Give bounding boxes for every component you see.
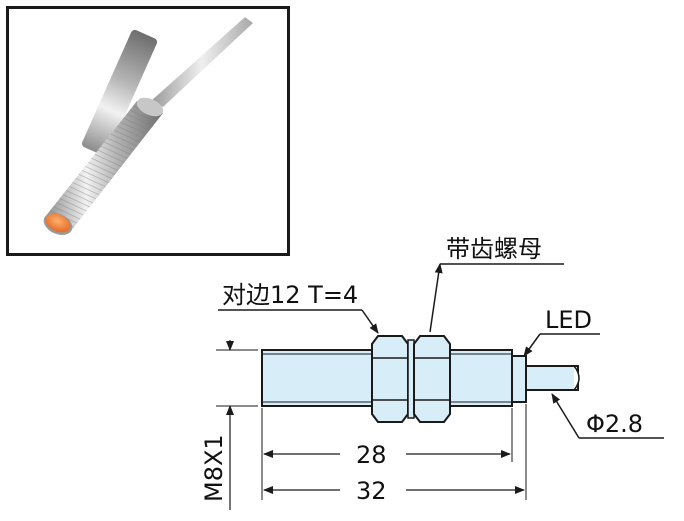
leader-toothed-nut [429,263,564,333]
cable [525,365,580,391]
photo-sensor-barrel [45,97,164,231]
leader-cable-diameter [551,393,664,439]
photo-cable [151,17,253,107]
hex-nut-left [371,335,409,423]
leader-led [523,333,600,357]
leader-across-flats [218,309,379,334]
product-photo [6,6,290,256]
length-total-label: 32 [356,477,387,505]
hex-nut-right [413,335,451,423]
sensor-photo-image [43,17,253,235]
toothed-nut-label: 带齿螺母 [446,235,542,263]
led-cap [43,213,73,235]
cable-diameter-label: Φ2.8 [586,410,643,438]
dimension-thread [216,340,258,510]
thread-label: M8X1 [200,434,228,502]
led-label: LED [545,306,592,334]
length-thread-label: 28 [356,441,387,469]
dimension-extension-lines [261,404,527,500]
across-flats-label: 对边12 T=4 [222,281,358,309]
photo-sensor-body [81,29,158,156]
